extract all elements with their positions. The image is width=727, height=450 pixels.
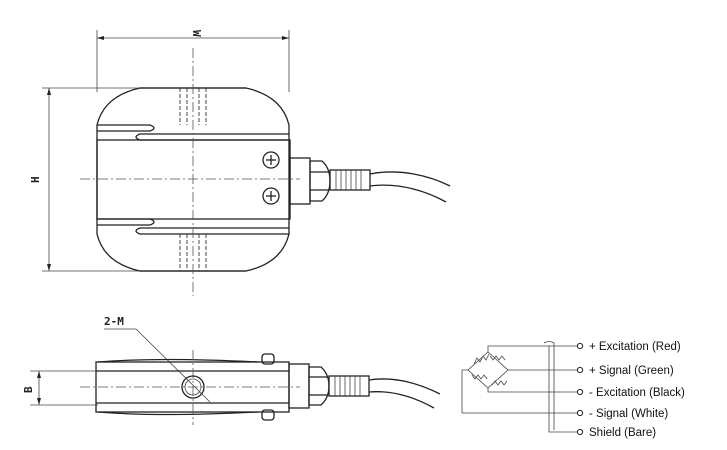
- dimension-h-label: H: [29, 176, 42, 183]
- front-view: W H: [29, 30, 451, 296]
- wire-label-signal-negative: - Signal (White): [589, 408, 668, 420]
- dimension-w-label: W: [190, 30, 203, 37]
- mounting-holes-label: 2-M: [104, 315, 124, 328]
- wire-label-excitation-positive: + Excitation (Red): [589, 341, 681, 353]
- screw-icon: [262, 187, 280, 205]
- screw-icon: [262, 151, 280, 169]
- dimension-b-label: B: [22, 386, 35, 393]
- wire-label-excitation-negative: - Excitation (Black): [589, 387, 685, 399]
- wire-label-shield: Shield (Bare): [589, 427, 656, 439]
- side-view: B 2-M: [22, 315, 441, 425]
- wiring-diagram: + Excitation (Red) + Signal (Green) - Ex…: [461, 341, 685, 439]
- wheatstone-bridge-icon: [467, 351, 509, 389]
- wire-label-signal-positive: + Signal (Green): [589, 365, 674, 377]
